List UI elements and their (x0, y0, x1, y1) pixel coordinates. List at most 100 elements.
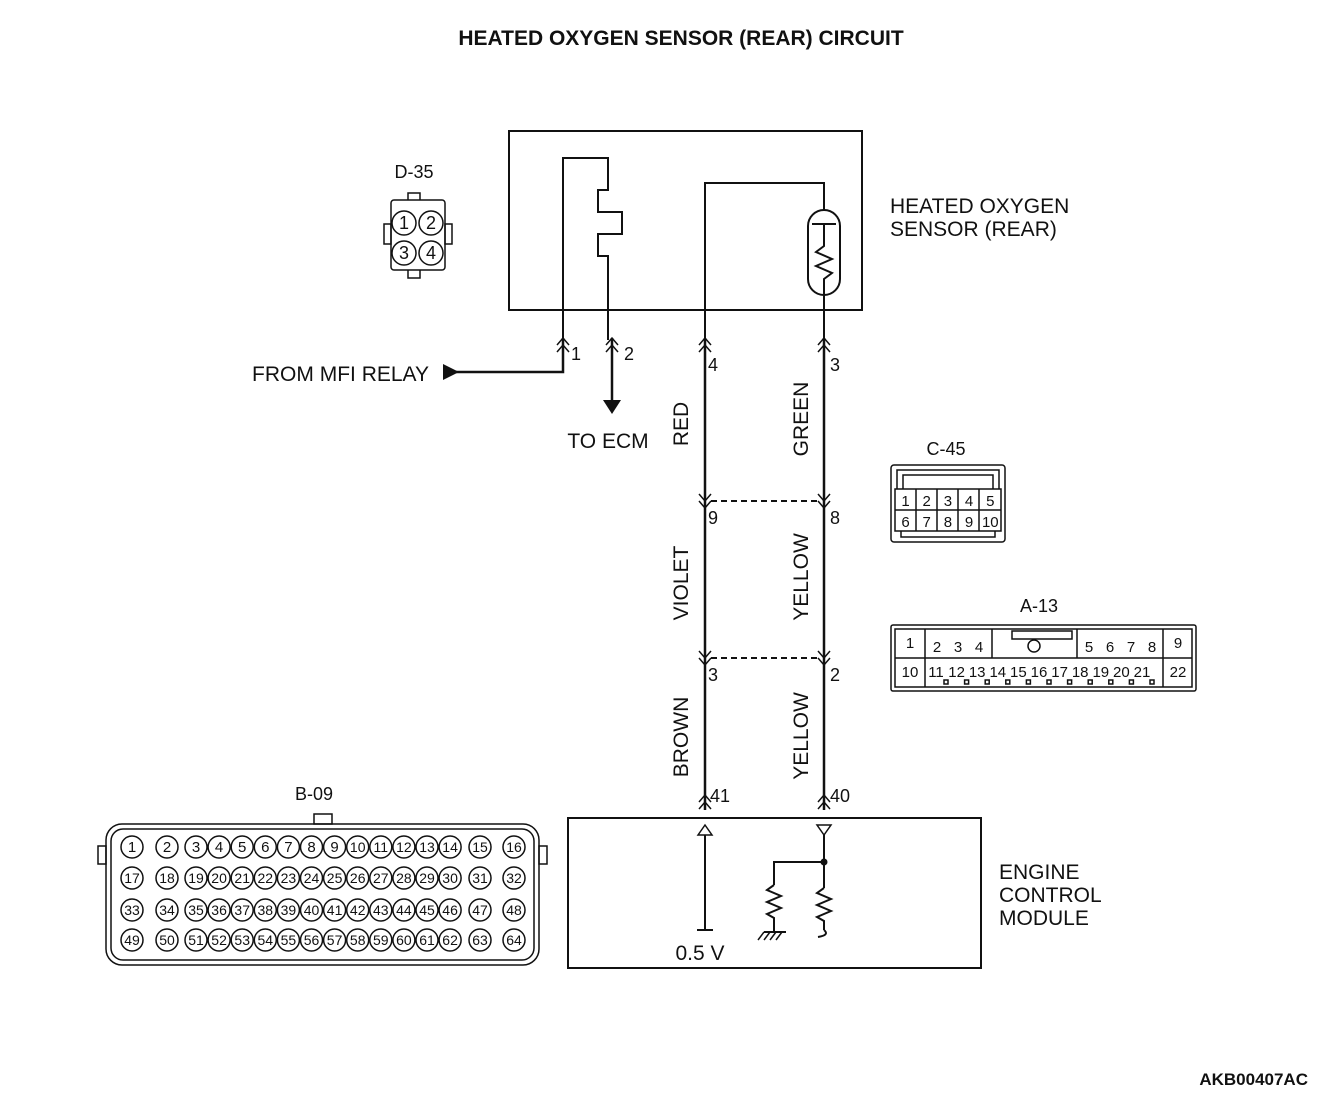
a13-connector-chevrons (698, 650, 831, 667)
ecm-input-40-icon (815, 824, 833, 837)
b09-pin-61: 61 (419, 932, 435, 948)
b09-pin-circle-61 (415, 928, 439, 952)
ecm-pull-down-resistor (764, 884, 784, 932)
diagram-title: HEATED OXYGEN SENSOR (REAR) CIRCUIT (458, 27, 903, 50)
b09-pin-circle-34 (155, 898, 179, 922)
b09-pin-37: 37 (234, 902, 250, 918)
sensor-signal-loop (704, 182, 825, 340)
b09-pin-35: 35 (188, 902, 204, 918)
b09-pin-39: 39 (281, 902, 297, 918)
b09-pin-circle-60 (392, 928, 416, 952)
b09-pin-54: 54 (258, 932, 274, 948)
sensing-resistor (813, 238, 835, 340)
b09-pin-22: 22 (258, 870, 274, 886)
ecm-voltage-label: 0.5 V (675, 942, 724, 965)
a13-pin-3: 3 (708, 665, 718, 685)
sensor-pin-3: 3 (830, 355, 840, 375)
a13-cell-17: 17 (1051, 664, 1068, 681)
wire-color-red: RED (670, 402, 693, 446)
b09-pin-circle-56 (299, 928, 324, 952)
a13-cell-10: 10 (902, 664, 919, 681)
b09-pin-63: 63 (472, 932, 488, 948)
b09-pin-circle-6 (253, 835, 278, 859)
b09-pin-circle-23 (276, 866, 301, 890)
b09-pin-circle-62 (438, 928, 462, 952)
b09-pin-52: 52 (211, 932, 227, 948)
ecm-pin-41: 41 (710, 786, 730, 806)
a13-cell-5: 5 (1085, 639, 1093, 656)
b09-pin-51: 51 (188, 932, 204, 948)
a13-cell-20: 20 (1113, 664, 1130, 681)
b09-pin-31: 31 (472, 870, 488, 886)
b09-pin-56: 56 (304, 932, 320, 948)
wire-color-green: GREEN (790, 382, 813, 457)
c45-pin-8: 8 (830, 508, 840, 528)
b09-pin-57: 57 (327, 932, 343, 948)
b09-pin-circle-47 (468, 898, 492, 922)
connector-d35: D-35 1 2 3 4 (383, 162, 453, 279)
a13-cell-6: 6 (1106, 639, 1114, 656)
b09-pin-circle-14 (438, 835, 462, 859)
wire-color-yellow-lower: YELLOW (790, 692, 813, 780)
b09-pin-circle-32 (502, 866, 526, 890)
b09-pin-circle-42 (345, 898, 370, 922)
a13-cell-8: 8 (1148, 639, 1156, 656)
c45-cell-7: 7 (923, 514, 931, 531)
b09-pin-circle-63 (468, 928, 492, 952)
b09-name: B-09 (295, 784, 333, 804)
a13-cell-14: 14 (989, 664, 1006, 681)
b09-pin-6: 6 (261, 839, 269, 856)
b09-pin-53: 53 (234, 932, 250, 948)
a13-cell-12: 12 (948, 664, 965, 681)
b09-pin-32: 32 (506, 870, 522, 886)
b09-pin-44: 44 (396, 902, 412, 918)
c45-cell-6: 6 (901, 514, 909, 531)
a13-cell-15: 15 (1010, 664, 1027, 681)
ecm-connector-chevrons (698, 793, 831, 810)
b09-pin-circle-1 (120, 835, 144, 859)
c45-cell-9: 9 (965, 514, 973, 531)
b09-pin-circle-7 (276, 835, 301, 859)
b09-pin-49: 49 (124, 932, 140, 948)
a13-pin-2: 2 (830, 665, 840, 685)
b09-pin-36: 36 (211, 902, 227, 918)
b09-pin-41: 41 (327, 902, 343, 918)
wire-mfi-relay (455, 338, 565, 374)
c45-connector-chevrons (698, 493, 831, 510)
b09-pin-circle-30 (438, 866, 462, 890)
b09-pin-circle-17 (120, 866, 144, 890)
b09-pin-circle-18 (155, 866, 179, 890)
wire-color-violet: VIOLET (670, 545, 693, 620)
d35-pin-2: 2 (426, 213, 436, 233)
b09-pin-circle-8 (299, 835, 324, 859)
b09-pin-13: 13 (419, 839, 435, 855)
b09-pin-20: 20 (211, 870, 227, 886)
ecm-block: 0.5 V (567, 817, 982, 969)
sensor-name-line1: HEATED OXYGEN (890, 195, 1069, 218)
b09-pin-58: 58 (350, 932, 366, 948)
a13-keyway-icon (1027, 639, 1041, 653)
b09-pin-circle-9 (322, 835, 347, 859)
b09-pin-64: 64 (506, 932, 522, 948)
a13-cell-16: 16 (1031, 664, 1048, 681)
b09-pin-circle-36 (207, 898, 231, 922)
b09-pin-circle-50 (155, 928, 179, 952)
a13-cell-11: 11 (928, 664, 944, 681)
to-ecm-label: TO ECM (567, 430, 648, 453)
b09-pin-circle-25 (322, 866, 347, 890)
b09-pin-50: 50 (159, 932, 175, 948)
b09-pin-40: 40 (304, 902, 320, 918)
to-ecm-arrow-icon (603, 400, 621, 414)
b09-pin-circle-12 (392, 835, 416, 859)
b09-pin-5: 5 (238, 839, 246, 856)
ecm-housing (567, 817, 982, 969)
b09-pin-circle-22 (253, 866, 278, 890)
ecm-pin-40: 40 (830, 786, 850, 806)
b09-pin-circle-40 (299, 898, 324, 922)
b09-pin-circle-3 (184, 835, 208, 859)
b09-pin-circle-43 (369, 898, 393, 922)
